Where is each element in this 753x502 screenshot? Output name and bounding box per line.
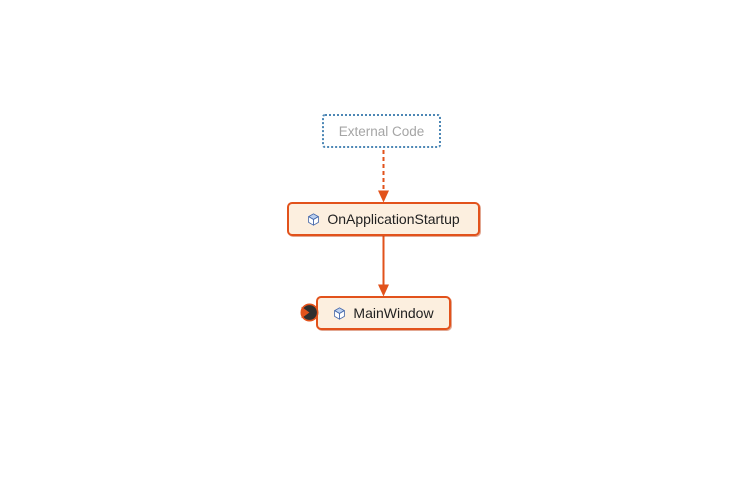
node-label: OnApplicationStartup — [327, 211, 460, 227]
node-onapplicationstartup[interactable]: OnApplicationStartup — [287, 202, 480, 236]
node-label: External Code — [338, 123, 425, 139]
arrowhead-down-icon — [378, 284, 389, 297]
expand-incoming-links-badge[interactable] — [300, 303, 319, 322]
node-label: MainWindow — [353, 305, 434, 321]
edge-external-code-to-onapplicationstartup[interactable] — [378, 150, 389, 203]
cube-icon — [333, 306, 346, 320]
node-external-code[interactable]: External Code — [322, 114, 441, 148]
expand-arrow-icon — [300, 303, 319, 322]
node-mainwindow[interactable]: MainWindow — [316, 296, 451, 330]
edge-onapplicationstartup-to-mainwindow[interactable] — [378, 236, 389, 297]
arrowhead-down-icon — [378, 190, 389, 203]
cube-icon — [307, 212, 320, 226]
